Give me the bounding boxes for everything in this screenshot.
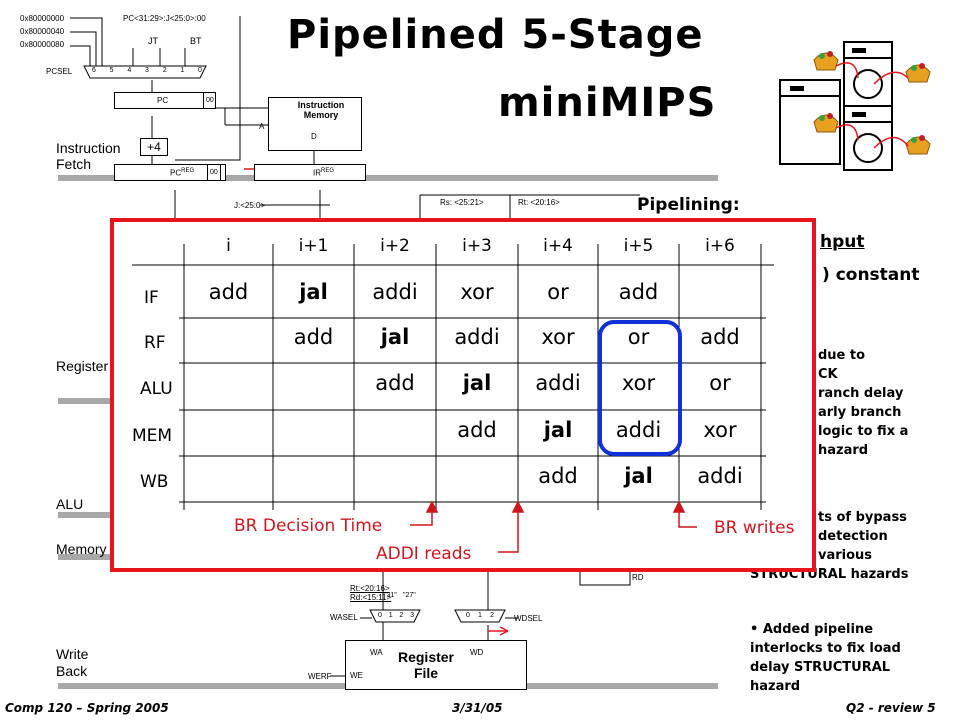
register-file-label: Register File bbox=[56, 358, 108, 374]
bullet-interlocks-text: • Added pipeline interlocks to fix load … bbox=[750, 622, 901, 694]
table-cell: add bbox=[700, 325, 740, 349]
wasel-label: WASEL bbox=[330, 613, 358, 622]
table-cell: addi bbox=[615, 418, 662, 442]
slide-title-line2: miniMIPS bbox=[498, 80, 717, 126]
col-header-i: i bbox=[226, 236, 231, 256]
pipeline-table-overlay: i i+1 i+2 i+3 i+4 i+5 i+6 IF RF ALU MEM … bbox=[110, 218, 816, 572]
laundry-machines-icon bbox=[779, 41, 931, 171]
table-cell: add bbox=[375, 371, 415, 395]
table-cell: xor bbox=[460, 280, 494, 304]
table-cell: add bbox=[457, 418, 497, 442]
bullet-throughput: hput bbox=[820, 232, 865, 252]
table-cell: add bbox=[208, 280, 249, 304]
col-header-i6: i+6 bbox=[705, 236, 735, 256]
table-cell: addi bbox=[454, 325, 500, 349]
rd-15-11-label: Rd:<15:11> bbox=[350, 593, 392, 602]
footer-page: Q2 - review 5 bbox=[846, 701, 936, 715]
jt-label: JT bbox=[148, 36, 158, 46]
j-field-label: J:<25:0> bbox=[234, 201, 266, 210]
table-cell: jal bbox=[624, 464, 653, 488]
wdsel-label: WDSEL bbox=[514, 614, 543, 623]
table-cell: or bbox=[627, 325, 650, 349]
table-cell: or bbox=[709, 371, 731, 395]
const-27-label: "27" bbox=[403, 592, 416, 599]
addr-80000000: 0x80000000 bbox=[20, 14, 65, 23]
bullet-constant: ) constant bbox=[822, 265, 920, 285]
alu-label: ALU bbox=[56, 496, 84, 512]
row-label-mem: MEM bbox=[132, 426, 173, 446]
br-writes-annotation: BR writes bbox=[714, 518, 795, 538]
table-cell: addi bbox=[535, 371, 581, 395]
col-header-i2: i+2 bbox=[380, 236, 410, 256]
bullet-bypass-text: ts of bypass detection various STRUCTURA… bbox=[750, 510, 909, 582]
table-grid bbox=[132, 244, 774, 553]
table-cell: jal bbox=[462, 371, 492, 395]
highlight-box bbox=[598, 320, 682, 456]
memory-label: Memory bbox=[56, 541, 107, 557]
row-label-rf: RF bbox=[144, 333, 166, 353]
rd-out-label: RD bbox=[632, 573, 644, 582]
col-header-i4: i+4 bbox=[543, 236, 573, 256]
bullet-pipelining: Pipelining: bbox=[637, 195, 740, 215]
table-cell: addi bbox=[372, 280, 418, 304]
addi-reads-annotation: ADDI reads bbox=[376, 544, 472, 564]
register-file-block: WA WD WE Register File bbox=[345, 640, 527, 690]
pc-concat-label: PC<31:29>:J<25:0>:00 bbox=[123, 14, 206, 23]
table-cell: jal bbox=[299, 280, 328, 304]
table-cell: xor bbox=[541, 325, 575, 349]
table-cell: xor bbox=[703, 418, 737, 442]
rt-field-label: Rt: <20:16> bbox=[518, 198, 560, 207]
bt-label: BT bbox=[190, 36, 202, 46]
ir-reg-pipeline: IRREG bbox=[254, 164, 366, 181]
table-cell: addi bbox=[697, 464, 743, 488]
pc-register: PC 00 bbox=[114, 92, 216, 109]
table-cell: jal bbox=[380, 325, 410, 349]
table-cell: add bbox=[538, 464, 578, 488]
rt-20-16-label: Rt:<20:16> bbox=[350, 584, 390, 593]
bullet-branch-text: due to CK ranch delay arly branch logic … bbox=[818, 348, 909, 458]
rs-field-label: Rs: <25:21> bbox=[440, 198, 484, 207]
row-label-alu: ALU bbox=[140, 379, 173, 399]
slide-title-line1: Pipelined 5-Stage bbox=[287, 12, 704, 58]
row-label-if: IF bbox=[144, 288, 159, 308]
table-cell: add bbox=[293, 325, 334, 349]
addr-80000080: 0x80000080 bbox=[20, 40, 65, 49]
pc-reg-pipeline: PCREG 00 bbox=[114, 164, 226, 181]
footer-date: 3/31/05 bbox=[452, 701, 503, 715]
br-decision-time-annotation: BR Decision Time bbox=[234, 516, 383, 536]
table-cell: jal bbox=[543, 418, 573, 442]
write-back-label: Write Back bbox=[56, 646, 89, 679]
col-header-i3: i+3 bbox=[462, 236, 492, 256]
werf-label: WERF bbox=[308, 672, 332, 681]
footer-course: Comp 120 – Spring 2005 bbox=[5, 701, 169, 715]
col-header-i1: i+1 bbox=[298, 236, 329, 256]
plus4-adder: +4 bbox=[140, 138, 168, 156]
addr-80000040: 0x80000040 bbox=[20, 27, 65, 36]
const-31-label: "31" bbox=[384, 592, 397, 599]
instruction-memory: Instruction Memory A D bbox=[259, 97, 362, 151]
table-cell: add bbox=[618, 280, 659, 304]
col-header-i5: i+5 bbox=[623, 236, 654, 256]
table-cell: xor bbox=[621, 371, 656, 395]
instruction-fetch-label: Instruction Fetch bbox=[56, 140, 121, 172]
table-cell: or bbox=[547, 280, 569, 304]
row-label-wb: WB bbox=[140, 472, 169, 492]
pcsel-label: PCSEL bbox=[46, 67, 73, 76]
